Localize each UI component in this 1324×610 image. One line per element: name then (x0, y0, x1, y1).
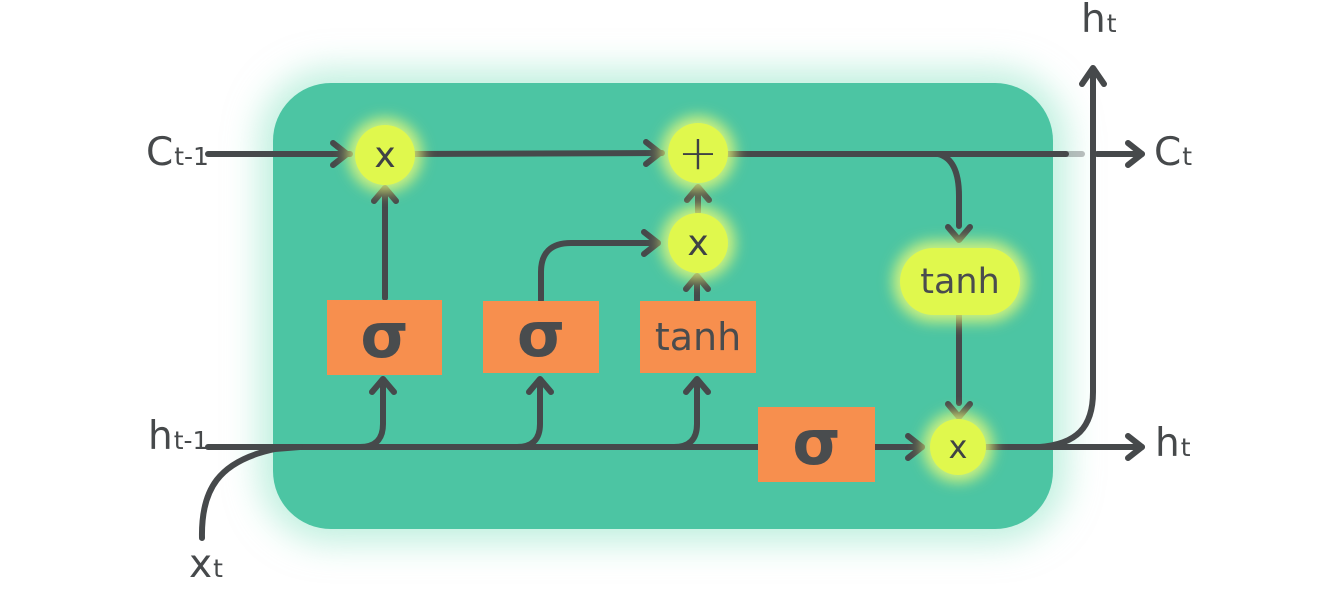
wire-tanh-to-mult3 (945, 313, 973, 420)
cell-state-out-sub: t (1182, 142, 1193, 171)
wire-input-gate-to-mult2 (538, 229, 661, 303)
wire-cell-state-out-arrow (1094, 140, 1145, 168)
forget-multiply-label: x (374, 134, 396, 176)
input-gate-label: σ (516, 298, 566, 371)
input-gate-box: σ (483, 301, 599, 373)
hidden-state-prev-label: h t-1 (148, 417, 208, 456)
cell-state-prev-sub: t-1 (174, 142, 209, 171)
wire-mult2-to-add (684, 184, 712, 215)
wire-forget-gate-to-mult1 (371, 185, 399, 301)
cell-tanh-node: tanh (900, 248, 1020, 315)
cell-state-out-base: C (1154, 130, 1182, 175)
output-gate-box: σ (758, 407, 875, 482)
forget-multiply-node: x (355, 125, 415, 185)
hidden-state-out-top-sub: t (1106, 9, 1117, 38)
wire-cline-branch-to-tanh (935, 151, 973, 243)
input-multiply-node: x (668, 213, 728, 273)
forget-gate-label: σ (360, 298, 409, 372)
output-multiply-label: x (948, 428, 968, 466)
candidate-gate-box: tanh (640, 301, 756, 373)
hidden-state-prev-sub: t-1 (173, 426, 209, 455)
output-multiply-node: x (930, 419, 986, 475)
wire-hidden-state-up (1037, 65, 1107, 450)
cell-state-out-label: C t (1154, 133, 1192, 172)
wire-hline-to-candidate-gate (671, 376, 711, 450)
wire-hline-to-input-gate (514, 376, 554, 450)
cell-add-label: + (677, 125, 719, 181)
cell-add-node: + (668, 123, 728, 183)
output-gate-label: σ (792, 405, 841, 479)
cell-tanh-label: tanh (920, 261, 1000, 302)
hidden-state-out-top-base: h (1081, 0, 1106, 42)
cell-state-prev-label: C t-1 (146, 133, 209, 172)
wire-mult3-to-right (983, 433, 1145, 461)
hidden-state-prev-base: h (148, 414, 173, 459)
x-input-base: x (189, 542, 213, 587)
wire-x-input-curve (198, 444, 303, 541)
wire-hline-to-forget-gate (357, 376, 397, 450)
hidden-state-out-top-label: h t (1081, 0, 1117, 39)
input-multiply-label: x (687, 222, 709, 264)
candidate-gate-label: tanh (654, 315, 742, 359)
hidden-state-out-right-label: h t (1155, 424, 1191, 463)
hidden-state-out-right-sub: t (1180, 433, 1191, 462)
hidden-state-out-right-base: h (1155, 421, 1180, 466)
wire-cell-state-in (205, 140, 353, 168)
wire-output-gate-to-mult3 (872, 433, 925, 461)
x-input-sub: t (213, 554, 223, 583)
cell-state-prev-base: C (146, 130, 174, 175)
x-input-label: x t (189, 545, 223, 584)
wire-candidate-gate-to-mult2 (683, 273, 711, 303)
wire-mult1-to-add (412, 139, 665, 167)
forget-gate-box: σ (327, 300, 442, 375)
